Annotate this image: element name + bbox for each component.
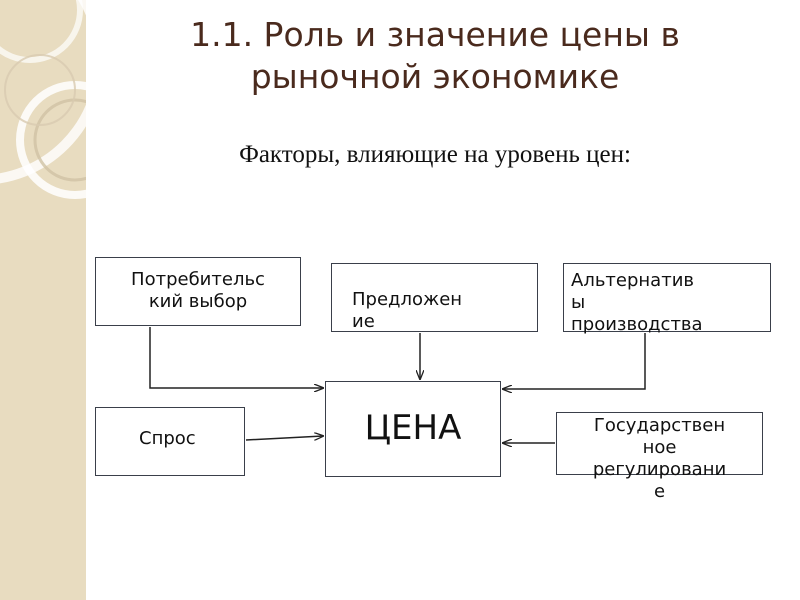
arrow-demand-to-price	[245, 436, 323, 441]
price-box: ЦЕНА	[325, 381, 501, 477]
price-label: ЦЕНА	[364, 408, 462, 448]
government-line-4: е	[653, 481, 666, 502]
government-line-2: ное	[642, 437, 677, 458]
decorative-circles	[0, 0, 86, 199]
consumer-choice-line-2: кий выбор	[148, 291, 248, 312]
side-decoration	[0, 0, 86, 600]
demand-label: Спрос	[139, 428, 196, 449]
supply-line-1: Предложен	[352, 289, 463, 310]
slide-subtitle: Факторы, влияющие на уровень цен:	[239, 141, 631, 168]
slide-title: 1.1. Роль и значение цены в рыночной эко…	[190, 15, 680, 96]
alternatives-box: Альтернатив ы производства	[563, 263, 771, 335]
supply-line-2: ие	[352, 311, 375, 332]
arrow-alternatives-to-price	[503, 333, 646, 389]
alternatives-line-3: производства	[571, 314, 703, 335]
alternatives-line-1: Альтернатив	[571, 270, 695, 291]
government-line-3: регулировани	[592, 459, 727, 480]
consumer-choice-line-1: Потребительс	[131, 269, 265, 290]
alternatives-line-2: ы	[571, 292, 586, 313]
demand-box: Спрос	[95, 407, 245, 476]
consumer-choice-box: Потребительс кий выбор	[95, 257, 301, 326]
arrow-consumer-to-price	[149, 327, 323, 388]
government-line-1: Государствен	[593, 415, 726, 436]
government-regulation-box: Государствен ное регулировани е	[556, 412, 763, 502]
supply-box: Предложен ие	[331, 263, 538, 332]
